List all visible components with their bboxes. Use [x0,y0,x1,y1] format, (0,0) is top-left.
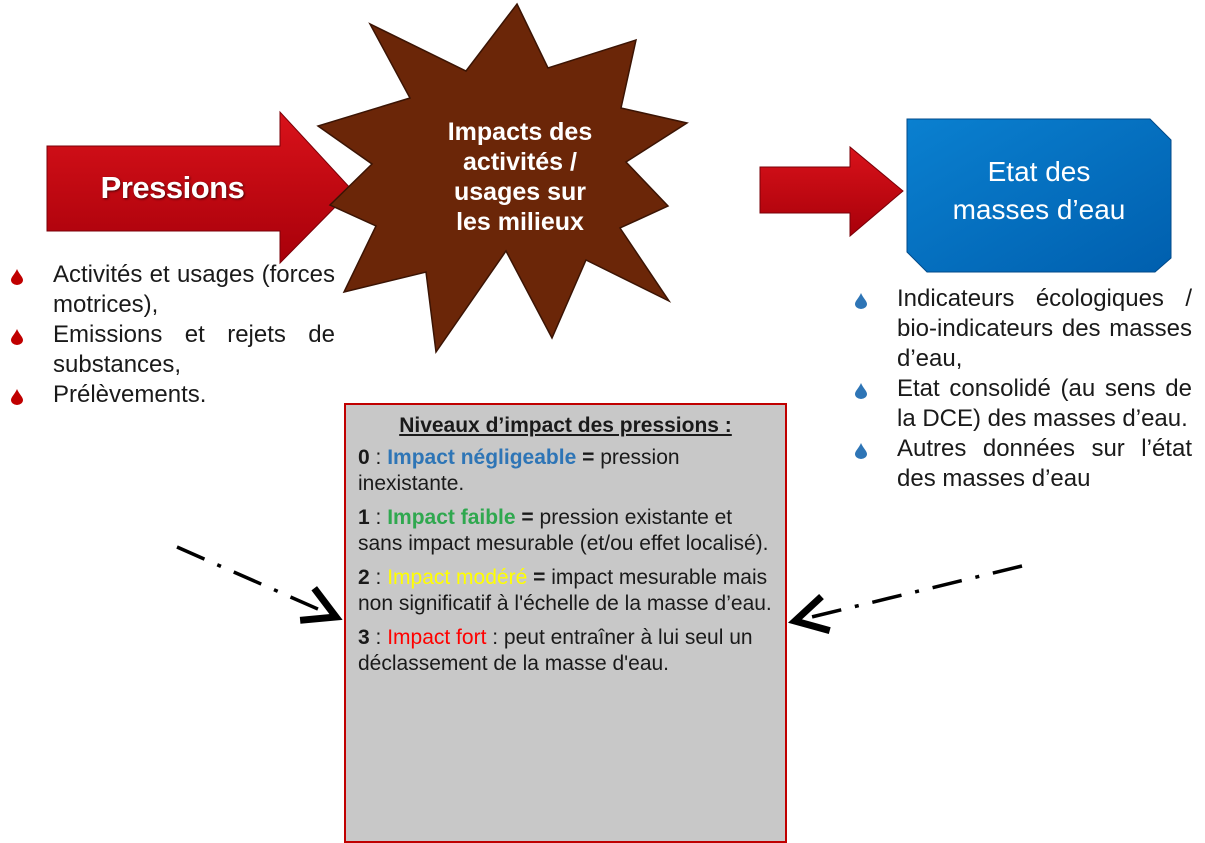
level-number: 3 [358,626,370,649]
blue-drop-icon [855,443,867,459]
blue-drop-icon [855,383,867,399]
legend-item-level-3: 3 : Impact fort : peut entraîner à lui s… [358,625,773,677]
level-name: Impact négligeable [387,446,577,469]
level-number: 1 [358,506,370,529]
impacts-line: les milieux [456,208,584,236]
level-description: peut entraîner à lui seul un déclassemen… [358,626,753,675]
list-item: Activités et usages (forces motrices), [8,260,335,320]
red-drop-icon [11,329,23,345]
level-separator: : [369,566,388,589]
etat-line: Etat des [987,156,1091,187]
level-description: pression inexistante. [358,446,680,495]
level-name: Impact faible [387,506,516,529]
level-connector: = [576,446,601,469]
etat-label: Etat des masses d’eau [908,153,1170,229]
pressions-bullet-list: Activités et usages (forces motrices), E… [8,260,335,410]
etat-bullet-list: Indicateurs écologiques / bio-indicateur… [852,284,1192,494]
impacts-line: usages sur [453,178,586,206]
bullet-text: Etat consolidé (au sens de la DCE) des m… [897,375,1192,432]
right-dashdot-arrow [795,564,1023,621]
impacts-starburst [316,2,689,355]
pressions-label: Pressions [100,170,245,205]
impacts-label: Impacts des activités / usages sur les m… [420,117,620,237]
impacts-line: activités / [463,148,577,176]
list-item: Emissions et rejets de substances, [8,320,335,380]
left-dashdot-arrow [176,545,336,617]
list-item: Autres données sur l’état des masses d’e… [852,434,1192,494]
level-description: impact mesurable mais non significatif à… [358,566,772,615]
etat-line: masses d’eau [952,194,1126,225]
level-connector: : [486,626,504,649]
level-connector: = [515,506,540,529]
level-name: Impact modéré [387,566,528,589]
bullet-text: Autres données sur l’état des masses d’e… [897,435,1192,492]
bullet-text: Emissions et rejets de substances, [53,321,335,378]
list-item: Indicateurs écologiques / bio-indicateur… [852,284,1192,374]
legend-item-level-2: 2 : Impact modéré = impact mesurable mai… [358,565,773,617]
level-connector: = [527,566,552,589]
level-number: 2 [358,566,370,589]
level-name: Impact fort [387,626,487,649]
level-description: pression existante et sans impact mesura… [358,506,769,555]
level-number: 0 [358,446,370,469]
legend-item-level-1: 1 : Impact faible = pression existante e… [358,505,773,557]
legend-title: Niveaux d’impact des pressions : [399,414,732,437]
impacts-line: Impacts des [447,118,593,146]
level-separator: : [369,446,388,469]
etat-box [906,118,1172,273]
bullet-text: Activités et usages (forces motrices), [53,261,335,318]
impact-levels-legend: Niveaux d’impact des pressions : 0 : Imp… [344,403,787,843]
level-separator: : [369,626,388,649]
level-separator: : [369,506,388,529]
red-drop-icon [11,389,23,405]
bullet-text: Prélèvements. [53,381,207,408]
list-item: Prélèvements. [8,380,335,410]
red-drop-icon [11,269,23,285]
blue-drop-icon [855,293,867,309]
list-item: Etat consolidé (au sens de la DCE) des m… [852,374,1192,434]
bullet-text: Indicateurs écologiques / bio-indicateur… [897,285,1192,372]
legend-item-level-0: 0 : Impact négligeable = pression inexis… [358,445,773,497]
